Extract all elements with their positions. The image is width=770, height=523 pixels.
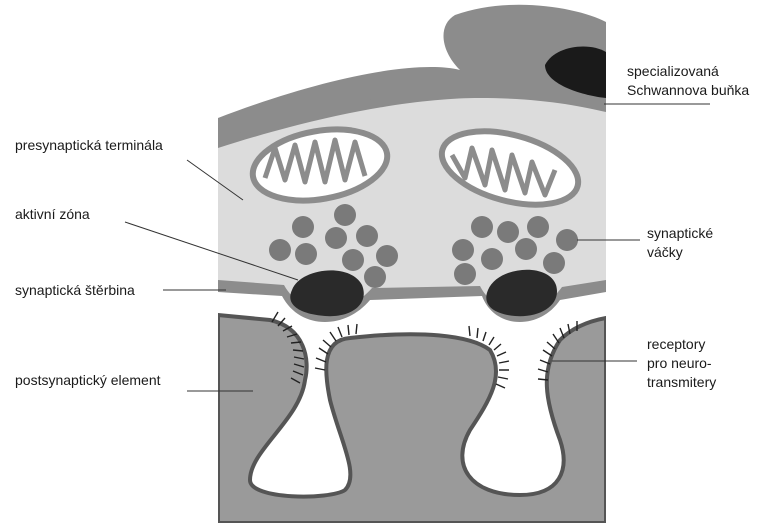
vesicle [481,248,503,270]
vesicle [497,221,519,243]
label-presynaptic-terminal: presynaptická terminála [15,136,163,155]
label-synaptic-cleft: synaptická štěrbina [15,281,135,300]
label-receptors-line2: pro neuro- [647,354,712,373]
vesicle [471,216,493,238]
label-schwann-line2: Schwannova buňka [627,81,749,100]
postsynaptic-element [218,315,606,523]
label-receptors-line1: receptory [647,335,705,354]
label-receptors-line3: transmitery [647,373,716,392]
vesicle [295,243,317,265]
vesicle [556,229,578,251]
label-schwann-line1: specializovaná [627,62,719,81]
vesicle [325,227,347,249]
label-postsynaptic-element: postsynaptický element [15,371,161,390]
vesicle [515,238,537,260]
vesicle [334,204,356,226]
vesicle [543,252,565,274]
vesicle [527,216,549,238]
vesicle [454,263,476,285]
vesicle [364,266,386,288]
vesicle [342,249,364,271]
label-active-zone: aktivní zóna [15,205,90,224]
vesicle [452,239,474,261]
label-vesicles-line1: synaptické [647,224,713,243]
vesicle [269,239,291,261]
vesicle [292,216,314,238]
label-vesicles-line2: váčky [647,243,683,262]
vesicle [376,245,398,267]
vesicle [356,225,378,247]
